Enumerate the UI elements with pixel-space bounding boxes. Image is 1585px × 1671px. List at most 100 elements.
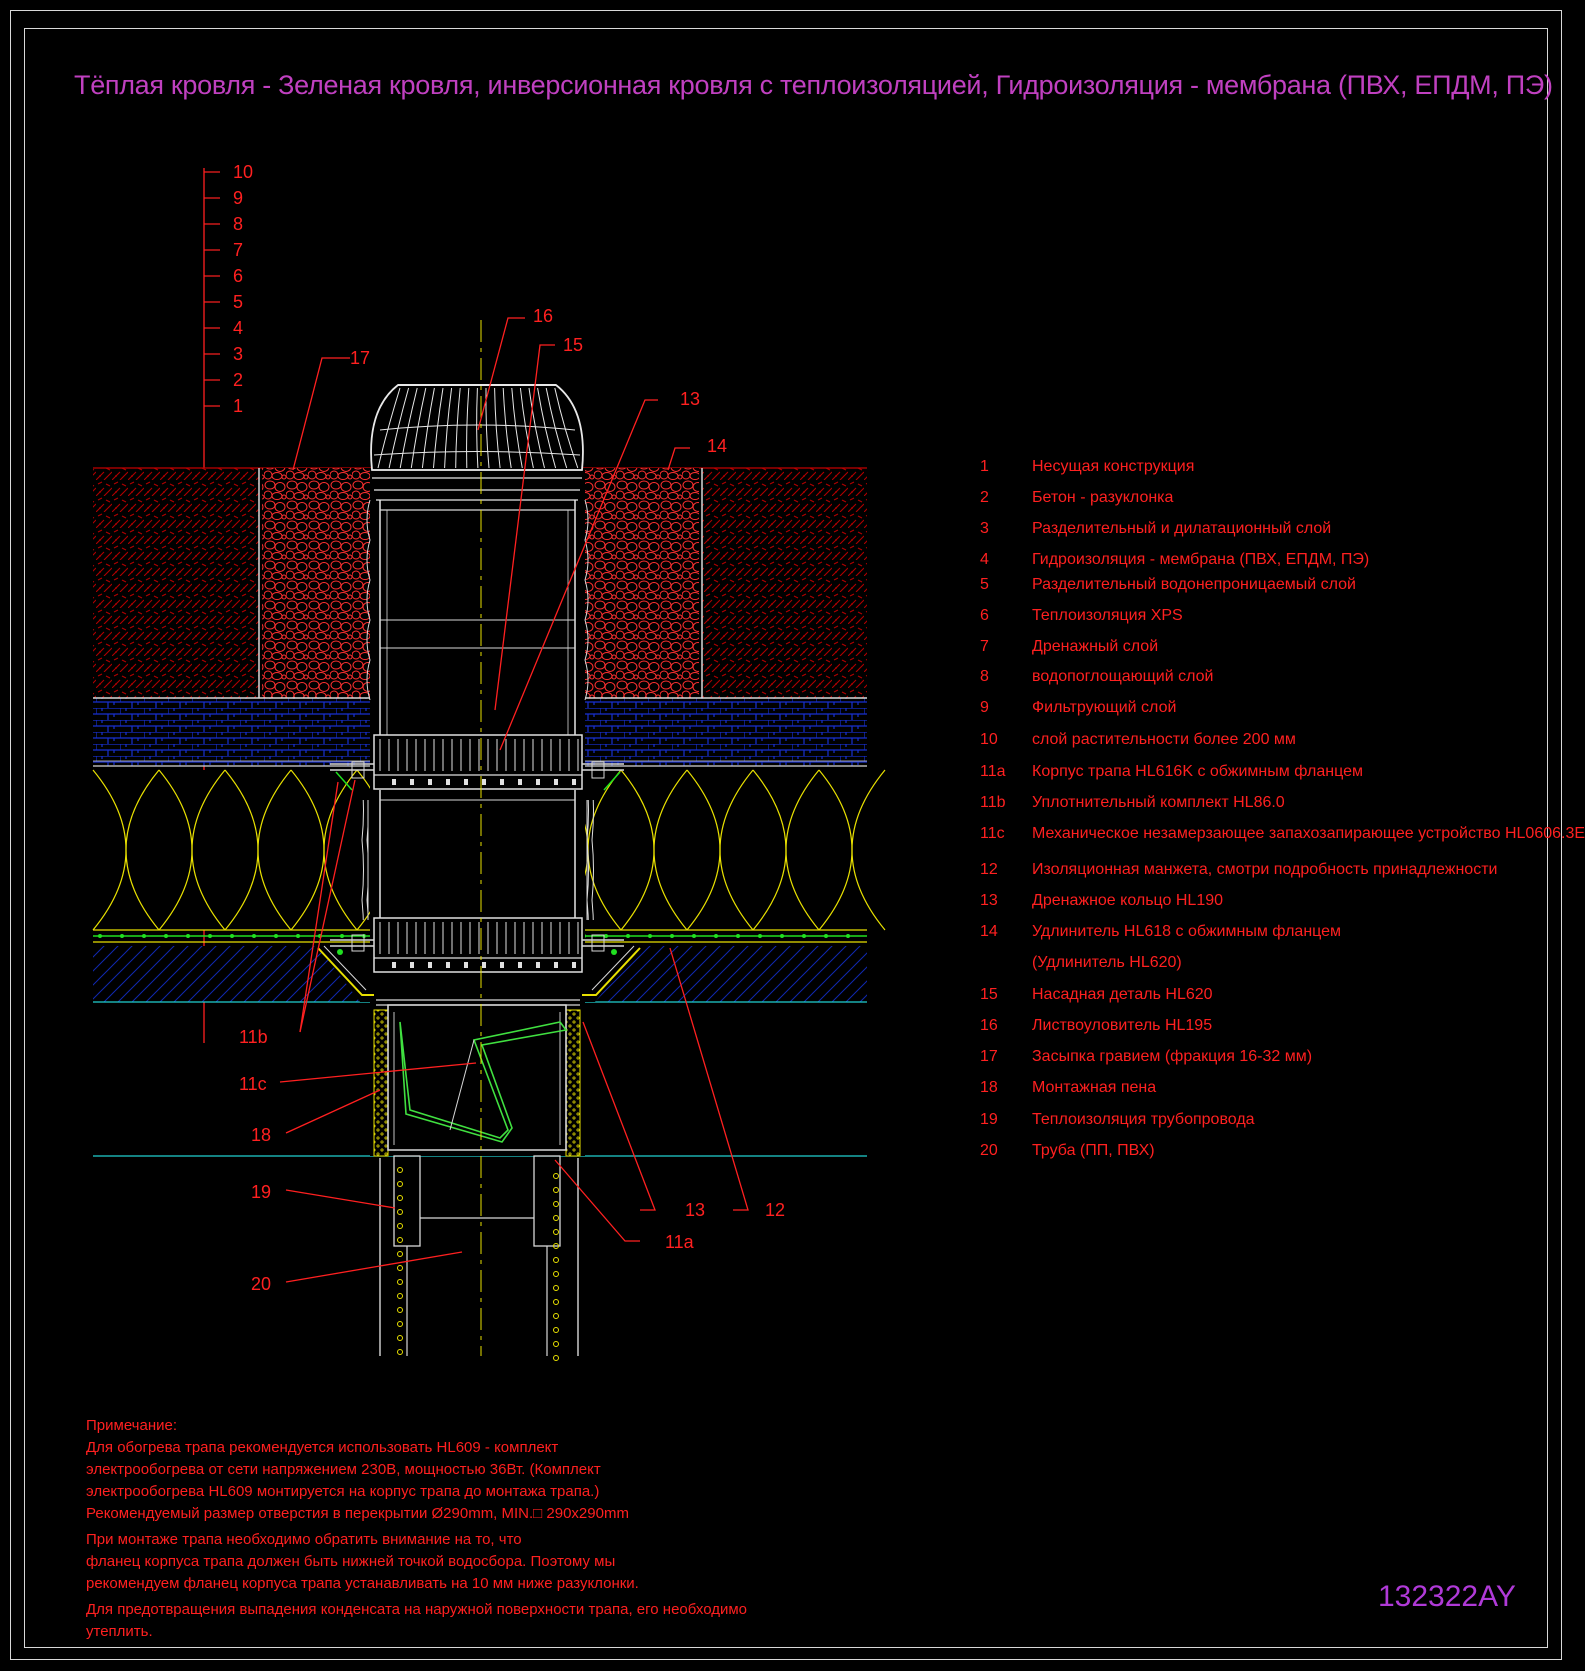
- legend-number: 11b: [980, 794, 1006, 811]
- legend-number: 14: [980, 923, 998, 940]
- callout-14: 14: [707, 436, 727, 456]
- callout-12: 12: [765, 1200, 785, 1220]
- notes-line: электрообогрева от сети напряжением 230В…: [86, 1461, 601, 1478]
- callout-labels: 16 15 17 13 14 11b 11c 18 19 20 13 12 11…: [239, 306, 785, 1294]
- callout-11b: 11b: [239, 1027, 268, 1047]
- drainage-ring-upper: [373, 734, 583, 790]
- callout-13-upper: 13: [680, 389, 700, 409]
- legend-text: водопоглощающий слой: [1032, 668, 1214, 685]
- legend-number: 10: [980, 731, 998, 748]
- legend-number: 12: [980, 861, 998, 878]
- notes-line: электрообогрева HL609 монтируется на кор…: [86, 1483, 600, 1500]
- notes-line: Рекомендуемый размер отверстия в перекры…: [86, 1505, 629, 1522]
- drainage-ring-lower: [373, 917, 583, 973]
- scale-label: 8: [233, 214, 243, 234]
- legend-number: 17: [980, 1048, 998, 1065]
- notes-line: Для обогрева трапа рекомендуется использ…: [86, 1439, 559, 1456]
- legend-text: Удлинитель HL618 с обжимным фланцем: [1032, 923, 1342, 940]
- drawing-border-inner: [24, 28, 1548, 1648]
- legend-number: 8: [980, 668, 989, 685]
- notes-line: При монтаже трапа необходимо обратить вн…: [86, 1531, 522, 1548]
- legend-number: 11a: [980, 763, 1006, 780]
- legend-number: 4: [980, 551, 989, 568]
- drawing-title: Тёплая кровля - Зеленая кровля, инверсио…: [74, 70, 1553, 100]
- leaf-guard-dome: [370, 384, 584, 501]
- notes: Примечание: Для обогрева трапа рекоменду…: [86, 1415, 786, 1643]
- legend-text: Теплоизоляция трубопровода: [1032, 1111, 1255, 1128]
- legend-number: 19: [980, 1111, 998, 1128]
- scale-label: 2: [233, 370, 243, 390]
- legend-number: 7: [980, 638, 989, 655]
- scale-label: 4: [233, 318, 243, 338]
- callout-11a: 11a: [665, 1232, 695, 1252]
- legend-number: 6: [980, 607, 989, 624]
- legend-text: Дренажное кольцо HL190: [1032, 892, 1224, 909]
- pipe: [379, 1155, 579, 1356]
- mounting-foam-left: [373, 1009, 389, 1157]
- leader-lines: [279, 317, 749, 1283]
- clamping-flange-lower: [330, 934, 624, 955]
- legend-text: Изоляционная манжета, смотри подробность…: [1032, 861, 1498, 878]
- legend-text: (Удлинитель HL620): [1032, 954, 1182, 971]
- gravel-fill-left: [262, 468, 370, 698]
- odour-trap-flap: [399, 1021, 568, 1143]
- callout-20: 20: [251, 1274, 271, 1294]
- legend-text: слой растительности более 200 мм: [1032, 731, 1296, 748]
- legend-text: Корпус трапа HL616K с обжимным фланцем: [1032, 763, 1363, 780]
- legend-number: 3: [980, 520, 989, 537]
- gravel-fill-right: [585, 468, 699, 698]
- scale-label: 7: [233, 240, 243, 260]
- scale-label: 1: [233, 396, 243, 416]
- callout-11c: 11c: [239, 1074, 267, 1094]
- soil-layer-left: [93, 468, 259, 698]
- legend-number: 16: [980, 1017, 998, 1034]
- isolation-sleeve-left: [317, 947, 374, 996]
- legend-number: 1: [980, 458, 989, 475]
- callout-16: 16: [533, 306, 553, 326]
- legend-text: Гидроизоляция - мембрана (ПВХ, ЕПДМ, ПЭ): [1032, 551, 1370, 568]
- legend-number: 5: [980, 576, 989, 593]
- legend-number: 20: [980, 1142, 998, 1159]
- legend-text: Уплотнительный комплект HL86.0: [1032, 794, 1285, 811]
- legend-text: Насадная деталь HL620: [1032, 986, 1213, 1003]
- notes-line: Для предотвращения выпадения конденсата …: [86, 1601, 747, 1640]
- notes-heading: Примечание:: [86, 1417, 177, 1434]
- isolation-sleeve-right: [582, 947, 641, 996]
- legend-text: Бетон - разуклонка: [1032, 489, 1174, 506]
- legend-text: Дренажный слой: [1032, 638, 1159, 655]
- callout-19: 19: [251, 1182, 271, 1202]
- scale-label: 6: [233, 266, 243, 286]
- legend-number: 15: [980, 986, 998, 1003]
- legend-text: Разделительный и дилатационный слой: [1032, 520, 1332, 537]
- legend-text: Теплоизоляция XPS: [1032, 607, 1183, 624]
- legend-number: 11c: [980, 825, 1005, 842]
- legend-text: Труба (ПП, ПВХ): [1032, 1142, 1155, 1159]
- callout-13-lower: 13: [685, 1200, 705, 1220]
- scale-label: 9: [233, 188, 243, 208]
- drawing-border-outer: [10, 10, 1562, 1660]
- legend-text: Монтажная пена: [1032, 1079, 1157, 1096]
- legend-text: Листвоуловитель HL195: [1032, 1017, 1213, 1034]
- pipe-insulation: [397, 1167, 559, 1361]
- legend-text: Несущая конструкция: [1032, 458, 1195, 475]
- legend-number: 18: [980, 1079, 998, 1096]
- callout-17: 17: [350, 348, 370, 368]
- legend-text: Фильтрующий слой: [1032, 699, 1177, 716]
- scale-label: 10: [233, 162, 253, 182]
- legend-text: Разделительный водонепроницаемый слой: [1032, 576, 1356, 593]
- scale-label: 3: [233, 344, 243, 364]
- legend-text: Засыпка гравием (фракция 16-32 мм): [1032, 1048, 1313, 1065]
- soil-layer-right: [702, 468, 867, 698]
- drawing-code: 132322AY: [1378, 1580, 1516, 1613]
- clamping-flange-upper: [330, 761, 624, 791]
- legend-text: Механическое незамерзающее запахозапираю…: [1032, 825, 1585, 842]
- legend-number: 9: [980, 699, 989, 716]
- scale-label: 5: [233, 292, 243, 312]
- legend-number: 13: [980, 892, 998, 909]
- callout-18: 18: [251, 1125, 271, 1145]
- extension-tube: [360, 499, 595, 920]
- mounting-foam-right: [565, 1009, 581, 1157]
- callout-15: 15: [563, 335, 583, 355]
- legend-number: 2: [980, 489, 989, 506]
